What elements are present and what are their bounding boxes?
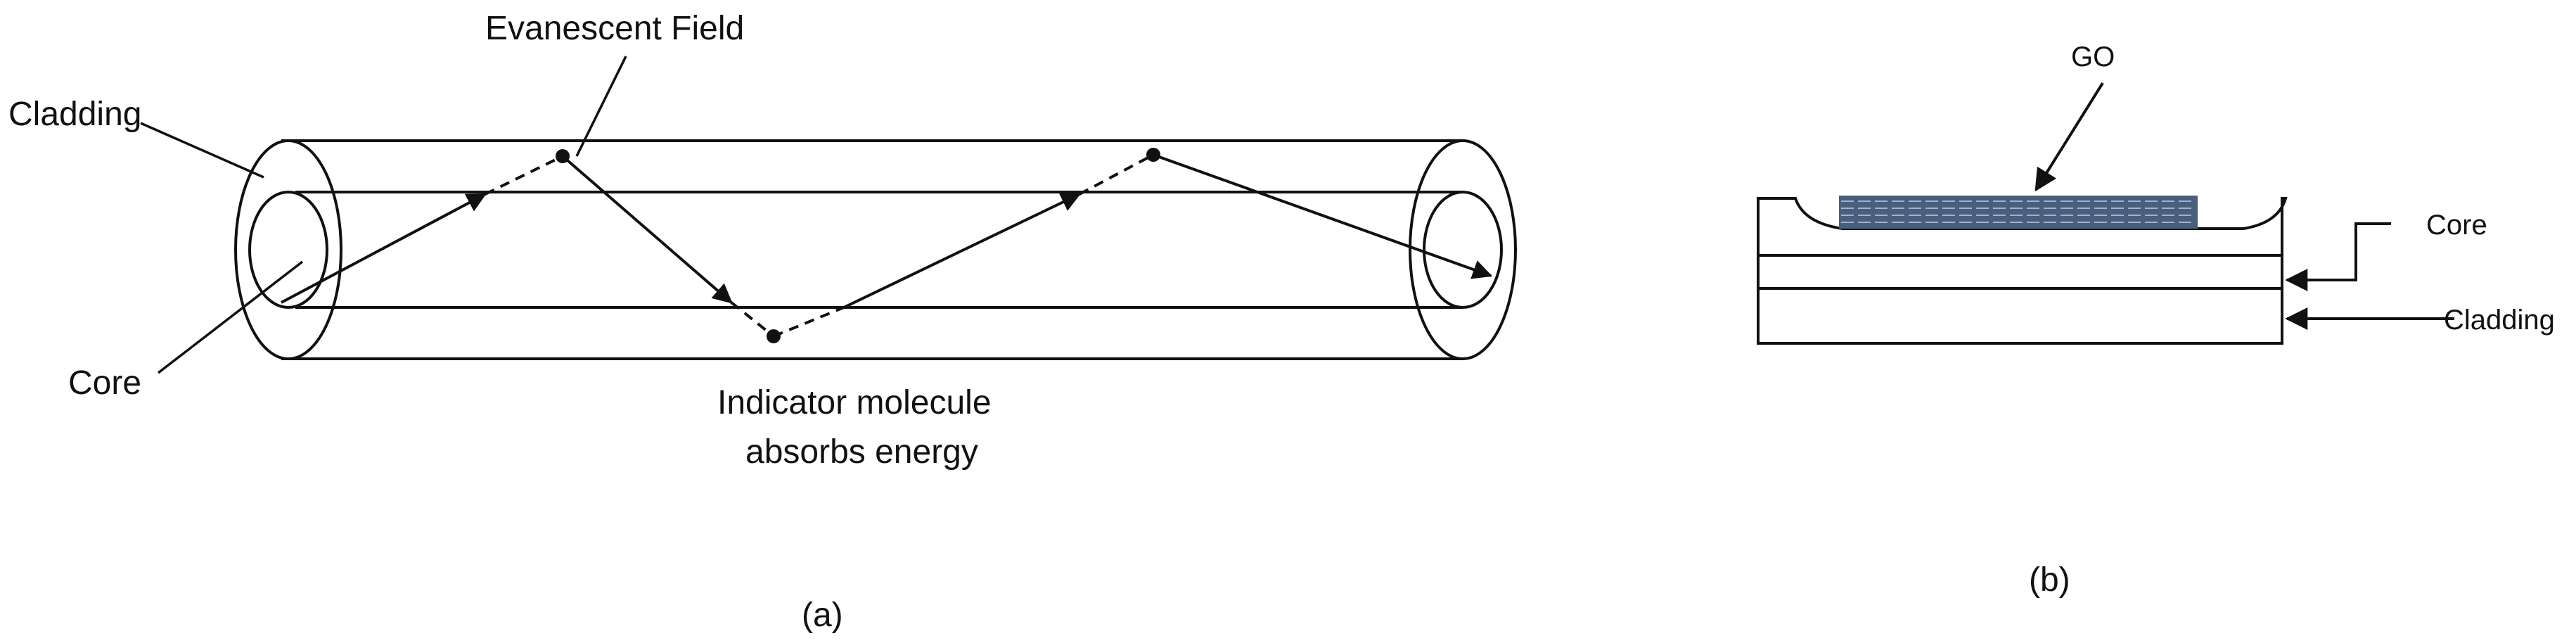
ray-segment-1 xyxy=(281,193,487,304)
ray-segment-2 xyxy=(561,155,733,304)
ray-dashed-up-1 xyxy=(485,155,563,196)
caption-a: (a) xyxy=(802,597,843,634)
fiber-body-outline xyxy=(1757,197,2288,345)
core-leader-line xyxy=(157,260,304,374)
label-go: GO xyxy=(2071,42,2115,72)
indicator-molecule-dot xyxy=(556,149,570,163)
ray-segment-3 xyxy=(843,193,1082,309)
evanescent-field-leader-line xyxy=(575,56,627,157)
ray-dashed-up-2 xyxy=(773,306,845,338)
ray-dashed-down xyxy=(730,301,775,338)
label-cladding-b: Cladding xyxy=(2444,305,2555,336)
go-layer-streaks xyxy=(1841,200,2196,223)
indicator-molecule-dot xyxy=(767,329,781,343)
label-core-b: Core xyxy=(2426,210,2487,241)
label-indicator-line2: absorbs energy xyxy=(745,433,978,471)
caption-b: (b) xyxy=(2029,561,2070,599)
indicator-molecule-dot xyxy=(1146,148,1160,162)
go-arrow xyxy=(2034,82,2104,192)
panel-b-cross-section: GO Core Cladding (b) xyxy=(1757,42,2555,599)
label-evanescent-field: Evanescent Field xyxy=(485,10,744,47)
label-core: Core xyxy=(68,364,141,402)
ray-dashed-up-3 xyxy=(1079,153,1154,196)
cladding-leader-line xyxy=(140,122,264,179)
panel-a-fiber-diagram: Cladding Core Evanescent Field Indicator… xyxy=(8,10,1517,634)
ray-segment-4 xyxy=(1153,153,1493,279)
cladding-right-end-outer xyxy=(1409,139,1517,360)
label-cladding: Cladding xyxy=(8,96,141,133)
cladding-left-end-inner xyxy=(248,191,328,309)
cladding-left-end-outer xyxy=(234,139,342,360)
cladding-right-end-inner xyxy=(1423,191,1503,309)
core-arrow xyxy=(2285,222,2391,291)
label-indicator-line1: Indicator molecule xyxy=(717,384,992,421)
